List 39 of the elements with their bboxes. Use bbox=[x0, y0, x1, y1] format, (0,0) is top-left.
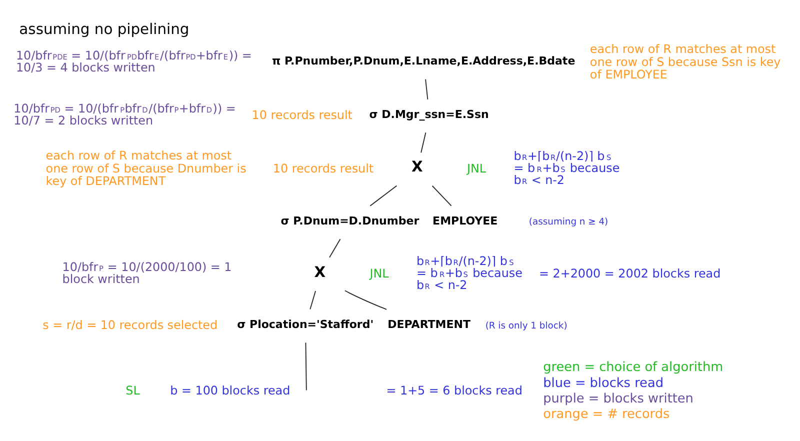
node-text: DEPARTMENT bbox=[388, 317, 470, 330]
connector bbox=[370, 184, 398, 206]
connector bbox=[305, 342, 307, 390]
label: (assuming n ≥ 4) bbox=[528, 216, 608, 228]
label: JNL bbox=[466, 160, 486, 175]
connector bbox=[329, 238, 341, 258]
label: = 1+5 = 6 blocks read bbox=[386, 382, 522, 397]
label: (R is only 1 block) bbox=[485, 320, 568, 331]
label: each row of R matches at most one row of S because Dnumber is key of DEPARTMENT bbox=[46, 148, 246, 188]
node-text: π P.Pnumber,P.Dnum,E.Lname,E.Address,E.Bdate bbox=[272, 54, 576, 68]
node-text: σ D.Mgr_ssn=E.Ssn bbox=[369, 107, 489, 120]
legend-label: purple = blocks written bbox=[543, 390, 694, 406]
label: 10 records result bbox=[272, 160, 374, 175]
label: each row of R matches at most one row of S because Ssn is key of EMPLOYEE bbox=[590, 41, 781, 82]
node-text: X bbox=[411, 158, 423, 176]
node-text: X bbox=[314, 263, 326, 280]
label: = 2+2000 = 2002 blocks read bbox=[539, 266, 721, 280]
connector bbox=[432, 184, 452, 206]
label: JNL bbox=[370, 266, 389, 280]
label: 10/bfrPD = 10/(bfrPbfrD/(bfrP+bfrD)) = 10/7 = 2 blocks written bbox=[14, 101, 236, 128]
legend-label: green = choice of algorithm bbox=[543, 360, 724, 375]
node-text: σ Plocation='Stafford' bbox=[237, 317, 374, 330]
label: SL bbox=[126, 382, 140, 397]
legend-label: blue = blocks read bbox=[543, 375, 664, 390]
label: 10/bfrP = 10/(2000/100) = 1 block written bbox=[62, 259, 232, 286]
connector bbox=[420, 132, 426, 153]
label: 10/bfrPDE = 10/(bfrPDbfrE/(bfrPD+bfrE)) = 10/3 = 4 blocks written bbox=[16, 48, 252, 74]
legend-label: orange = # records bbox=[543, 406, 670, 422]
node-text: EMPLOYEE bbox=[432, 214, 498, 227]
label: bR+⌈bR/(n-2)⌉ bS = bR+bS because bR < n-2 bbox=[416, 253, 522, 292]
node-text: σ P.Dnum=D.Dnumber bbox=[280, 214, 420, 227]
label: s = r/d = 10 records selected bbox=[42, 318, 218, 332]
label: 10 records result bbox=[252, 108, 352, 122]
connector bbox=[425, 78, 428, 100]
connector bbox=[344, 290, 387, 310]
diagram-title: assuming no pipelining bbox=[19, 20, 190, 38]
label: b = 100 blocks read bbox=[170, 382, 290, 397]
label: bR+⌈bR/(n-2)⌉ bS = bR+bS because bR < n-2 bbox=[514, 148, 620, 186]
connector bbox=[310, 290, 316, 310]
